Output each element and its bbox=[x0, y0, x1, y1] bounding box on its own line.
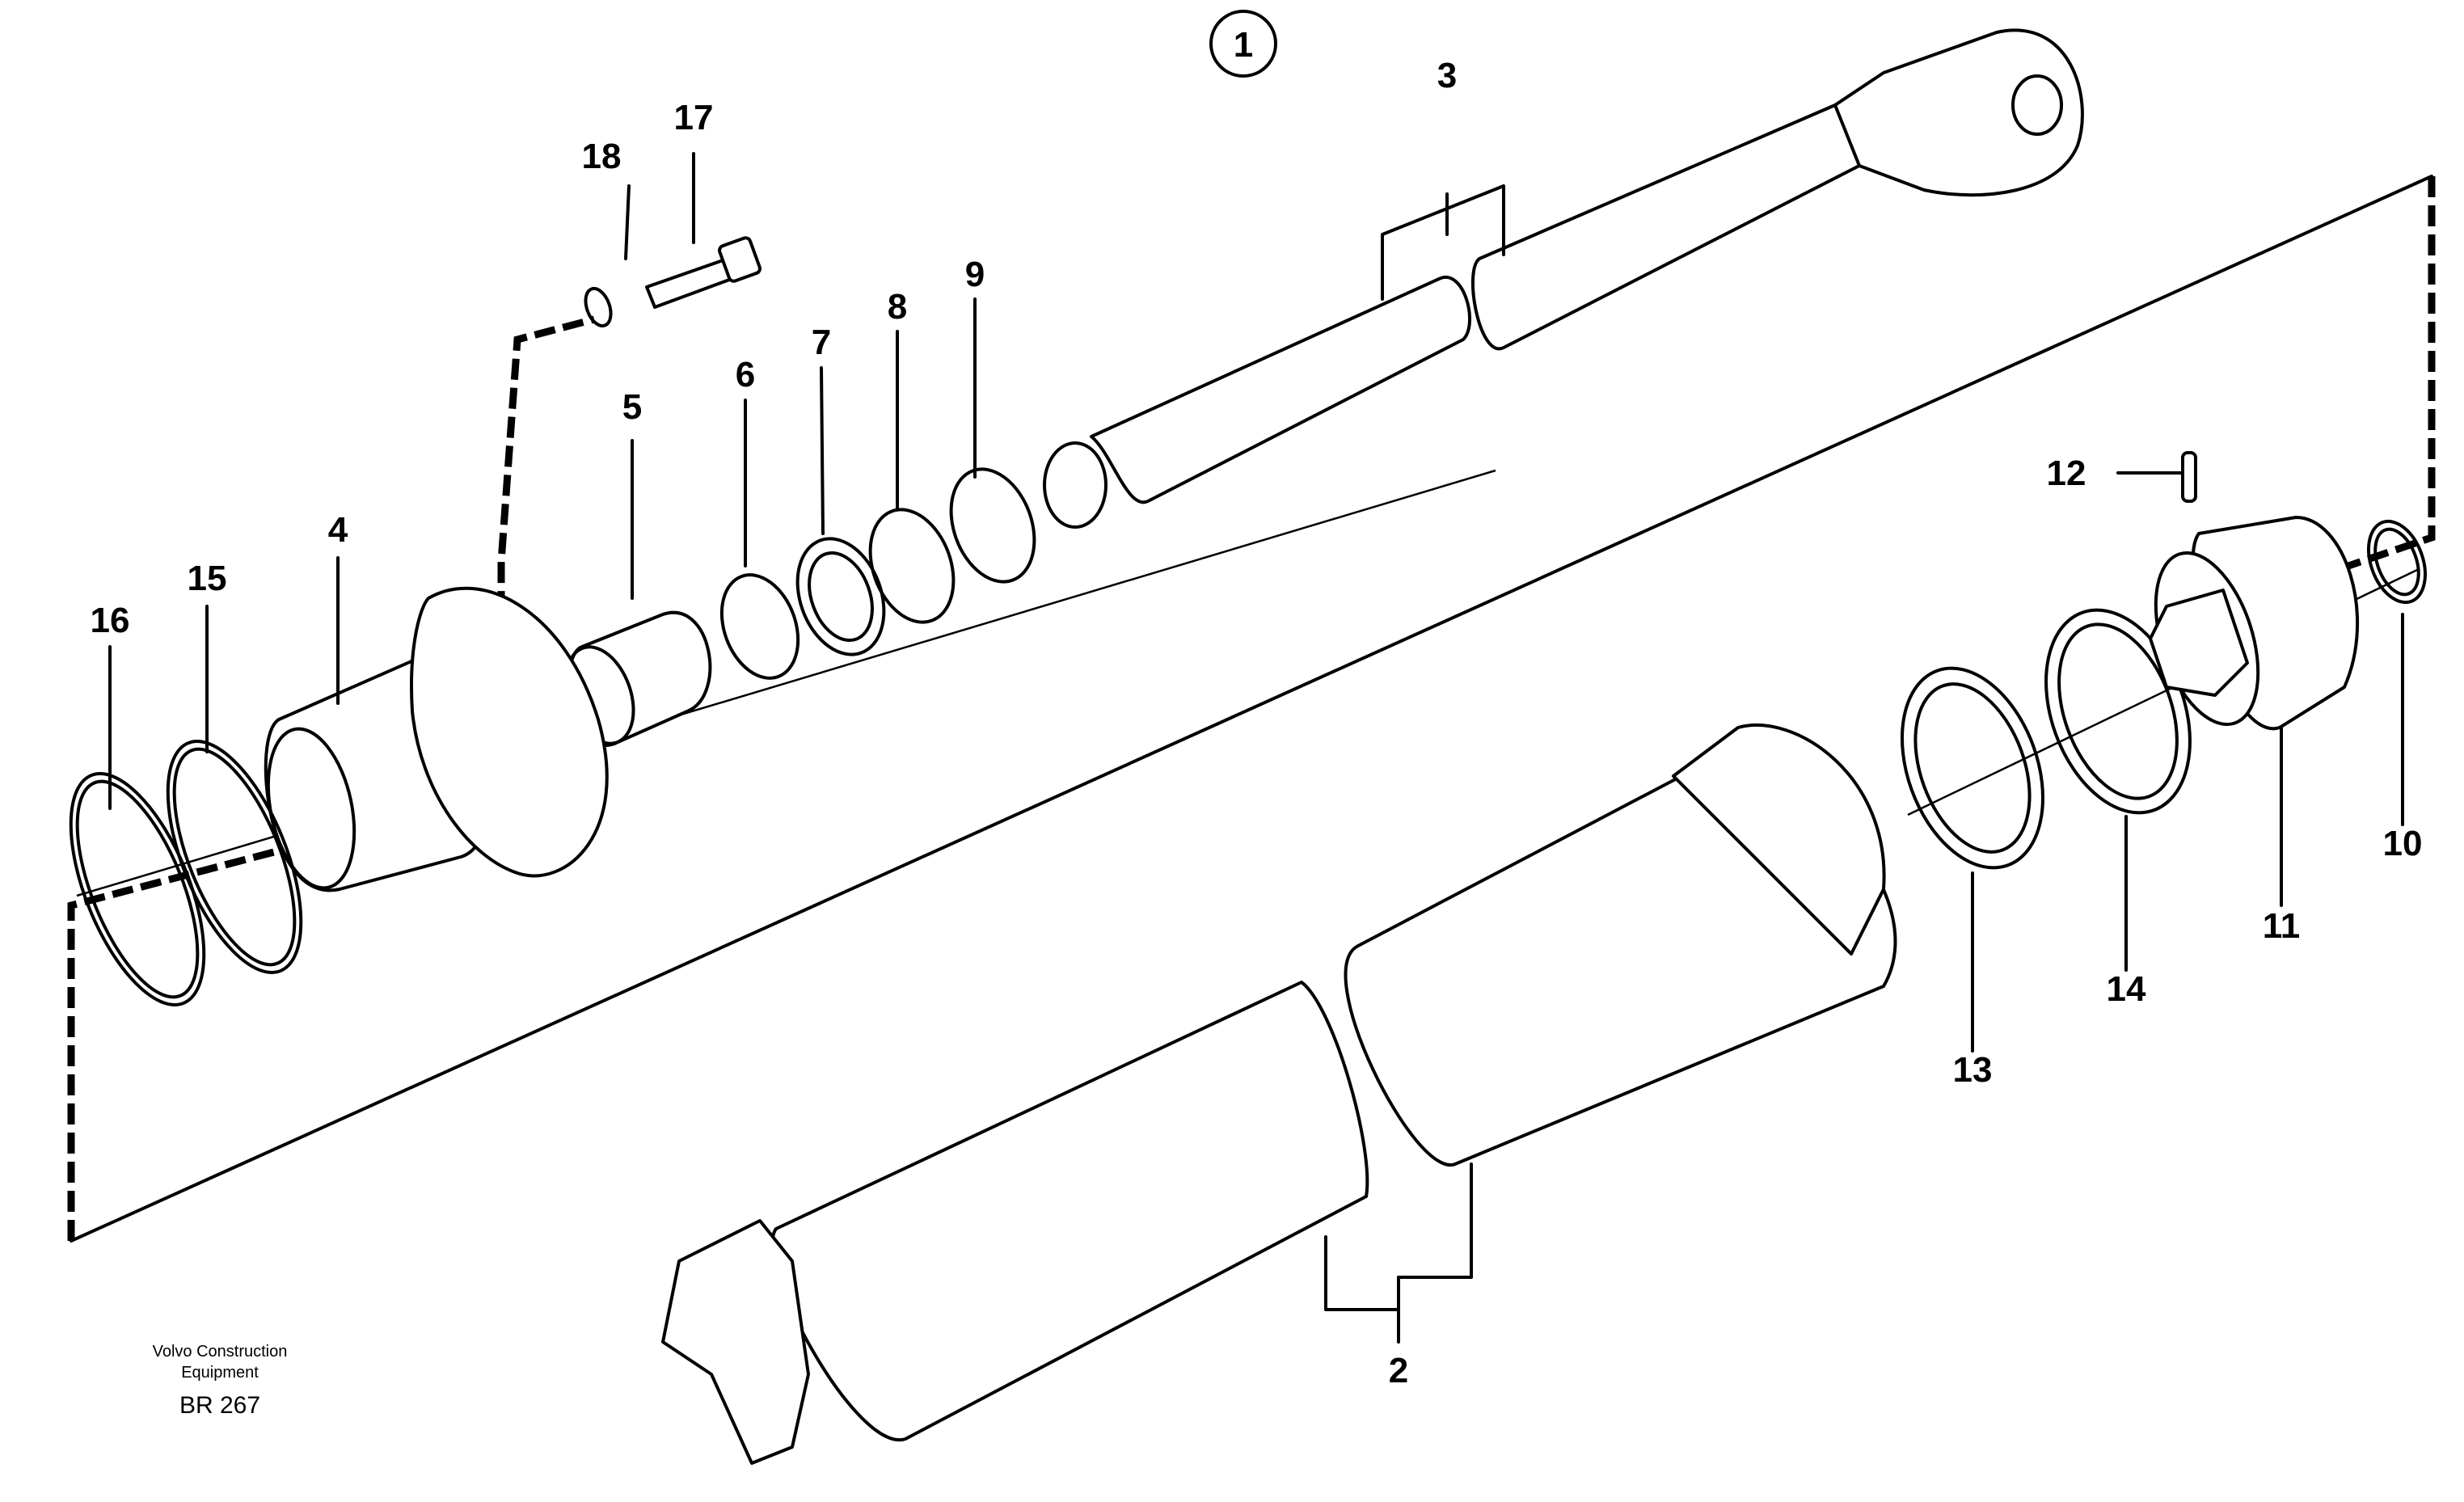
callout-17: 17 bbox=[674, 98, 714, 137]
callout-8: 8 bbox=[888, 287, 907, 327]
callout-3: 3 bbox=[1437, 56, 1457, 95]
rod-seal-rings bbox=[719, 467, 1036, 680]
callout-4: 4 bbox=[328, 510, 348, 550]
callout-7: 7 bbox=[812, 323, 831, 362]
callout-leader-lines bbox=[108, 152, 2404, 1344]
callout-12: 12 bbox=[2047, 454, 2086, 493]
assembly-reference-number: 1 bbox=[1234, 25, 1253, 65]
head-bolt-and-washer bbox=[584, 236, 762, 328]
head-o-rings bbox=[69, 740, 303, 1006]
callout-numbers: 3 17 18 9 8 7 6 5 4 15 16 12 10 11 14 13… bbox=[91, 56, 2423, 1390]
piston-rod bbox=[1043, 28, 2084, 529]
assembly-reference-badge: 1 bbox=[1209, 10, 1277, 78]
cylinder-head bbox=[264, 586, 609, 892]
credit-block: Volvo Construction Equipment BR 267 bbox=[153, 1343, 288, 1419]
callout-5: 5 bbox=[622, 387, 642, 427]
cylinder-tube bbox=[661, 723, 1897, 1465]
callout-15: 15 bbox=[188, 559, 227, 598]
callout-2: 2 bbox=[1389, 1351, 1408, 1390]
callout-10: 10 bbox=[2383, 824, 2423, 863]
callout-11: 11 bbox=[2263, 906, 2301, 946]
callout-9: 9 bbox=[965, 255, 985, 294]
callout-16: 16 bbox=[91, 601, 130, 640]
callout-13: 13 bbox=[1953, 1050, 1993, 1090]
credit-line-2: Equipment bbox=[181, 1364, 259, 1382]
drawing-code: BR 267 bbox=[179, 1392, 260, 1419]
credit-line-1: Volvo Construction bbox=[153, 1343, 288, 1361]
piston-seals bbox=[1901, 608, 2192, 870]
callout-14: 14 bbox=[2107, 969, 2146, 1009]
piston-assembly bbox=[2149, 451, 2427, 731]
callout-18: 18 bbox=[582, 137, 622, 176]
callout-6: 6 bbox=[736, 355, 755, 394]
